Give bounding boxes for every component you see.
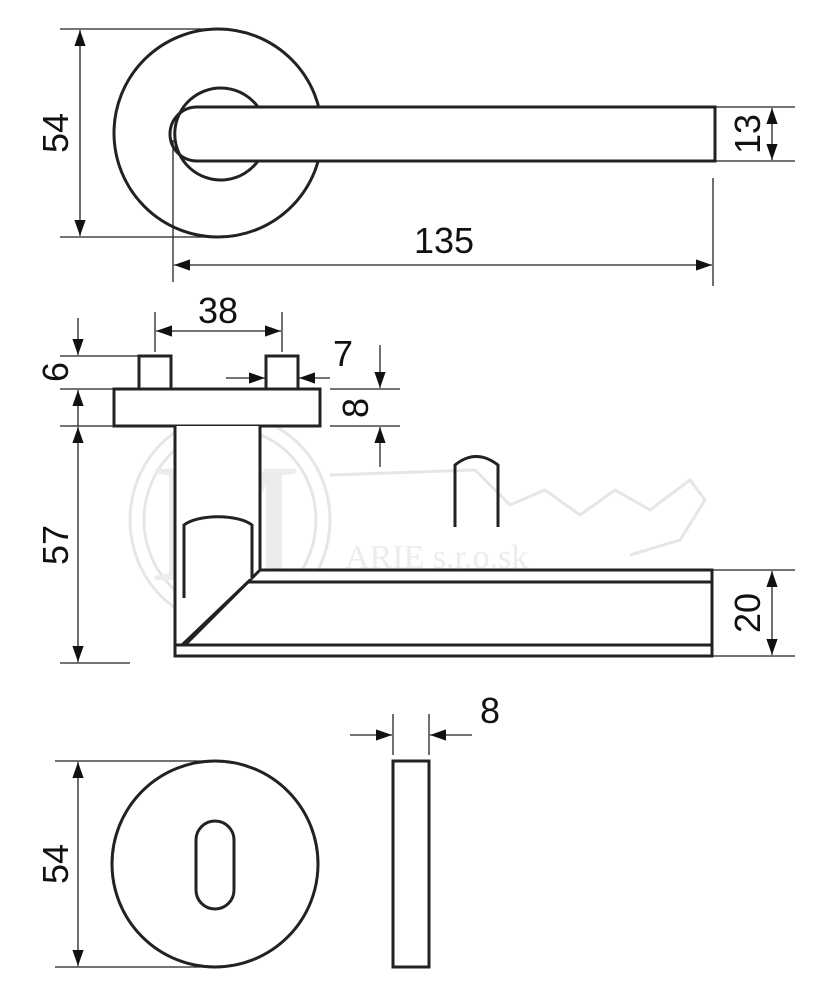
lever-chamfer bbox=[183, 568, 262, 647]
lever-side-outline bbox=[173, 426, 714, 658]
dim-label-escutcheon-thickness: 8 bbox=[480, 690, 500, 731]
dim-label-escutcheon-diameter: 54 bbox=[35, 844, 76, 884]
dim-label-lever-height: 13 bbox=[727, 114, 768, 154]
dim-label-rose-diameter: 54 bbox=[35, 113, 76, 153]
dim-label-lever-drop: 57 bbox=[35, 525, 76, 565]
base-plate bbox=[112, 387, 322, 428]
dim-label-pin-height: 6 bbox=[35, 362, 76, 382]
pin-left bbox=[137, 354, 173, 391]
dimension-lever-drop: 57 bbox=[35, 425, 130, 664]
dimension-base-thickness: 8 bbox=[330, 345, 400, 467]
escutcheon-outline bbox=[110, 759, 320, 969]
dimension-lever-length: 135 bbox=[172, 140, 714, 286]
dimension-rose-diameter: 54 bbox=[35, 28, 218, 238]
dimension-lever-height: 13 bbox=[715, 106, 795, 162]
dim-label-pin-spacing: 38 bbox=[198, 290, 238, 331]
dimension-escutcheon-thickness: 8 bbox=[350, 690, 500, 755]
dim-label-base-thickness: 8 bbox=[335, 398, 376, 418]
dim-label-lever-length: 135 bbox=[414, 220, 474, 261]
pin-right bbox=[264, 354, 300, 391]
dim-label-lever-thickness: 20 bbox=[727, 593, 768, 633]
dimension-pin-spacing: 38 bbox=[154, 290, 283, 352]
lever-top-outline bbox=[168, 105, 717, 163]
dimension-pin-width: 7 bbox=[226, 333, 353, 384]
dim-label-pin-width: 7 bbox=[333, 333, 353, 374]
escutcheon-view bbox=[110, 759, 431, 969]
rose-inner-arc bbox=[173, 86, 260, 182]
keyhole-slot bbox=[194, 819, 236, 911]
escutcheon-side-profile bbox=[391, 759, 431, 969]
dimension-pin-height: 6 bbox=[35, 318, 139, 426]
spindle-knob bbox=[453, 455, 500, 527]
dimension-lever-thickness: 20 bbox=[712, 569, 795, 657]
dimension-escutcheon-diameter: 54 bbox=[35, 760, 215, 968]
rose-top-cap bbox=[182, 515, 254, 598]
top-view bbox=[112, 27, 717, 239]
side-view bbox=[112, 354, 714, 658]
